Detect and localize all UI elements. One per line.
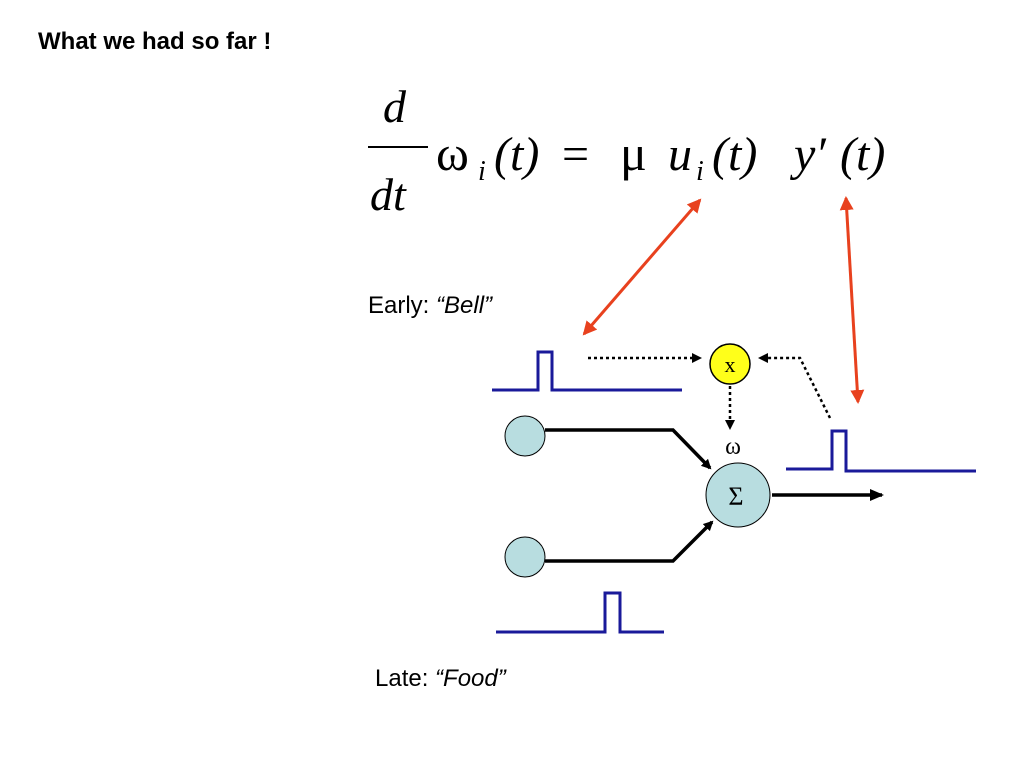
equation-u-arg: (t)	[712, 128, 757, 181]
late-label-text: Late:	[375, 665, 435, 692]
sum-node-symbol: Σ	[728, 482, 743, 511]
equation-y-arg: (t)	[840, 128, 885, 181]
early-stimulus-text: “Bell”	[436, 292, 493, 319]
weight-omega-label: ω	[725, 434, 741, 460]
multiply-node-symbol: x	[725, 352, 736, 377]
input-neuron-bell	[504, 415, 546, 457]
output-pulse-signal	[786, 429, 976, 473]
input-neuron-food	[504, 536, 546, 578]
connection-bell-to-sum	[545, 428, 712, 470]
late-label: Late: “Food”	[375, 665, 507, 692]
equation-u-subscript: i	[696, 156, 704, 187]
food-pulse-signal	[496, 591, 664, 634]
early-label: Early: “Bell”	[368, 292, 493, 319]
equation-u: u	[668, 128, 692, 181]
equation-omega: ω	[436, 125, 469, 181]
equation-equals: =	[562, 128, 589, 181]
multiply-node	[709, 343, 751, 385]
late-stimulus-text: “Food”	[435, 665, 507, 692]
equation-denominator: dt	[370, 169, 407, 220]
dotted-arrow-output-to-multiply	[758, 353, 832, 419]
equation-y-prime: y′	[789, 128, 827, 181]
equation-lhs-arg: (t)	[494, 128, 539, 181]
equation-omega-subscript: i	[478, 156, 486, 187]
link-arrow-output-derivative	[839, 196, 865, 404]
early-label-text: Early:	[368, 292, 436, 319]
equation-numerator: d	[383, 81, 407, 132]
learning-rule-equation: d dt ω i (t) = μ u i (t) y′ (t)	[368, 81, 885, 220]
connection-food-to-sum	[545, 520, 714, 563]
slide-title: What we had so far !	[38, 28, 272, 55]
link-arrow-input-trace	[582, 198, 702, 336]
sum-node	[705, 462, 771, 528]
equation-mu: μ	[620, 125, 647, 181]
bell-pulse-signal	[492, 350, 682, 392]
